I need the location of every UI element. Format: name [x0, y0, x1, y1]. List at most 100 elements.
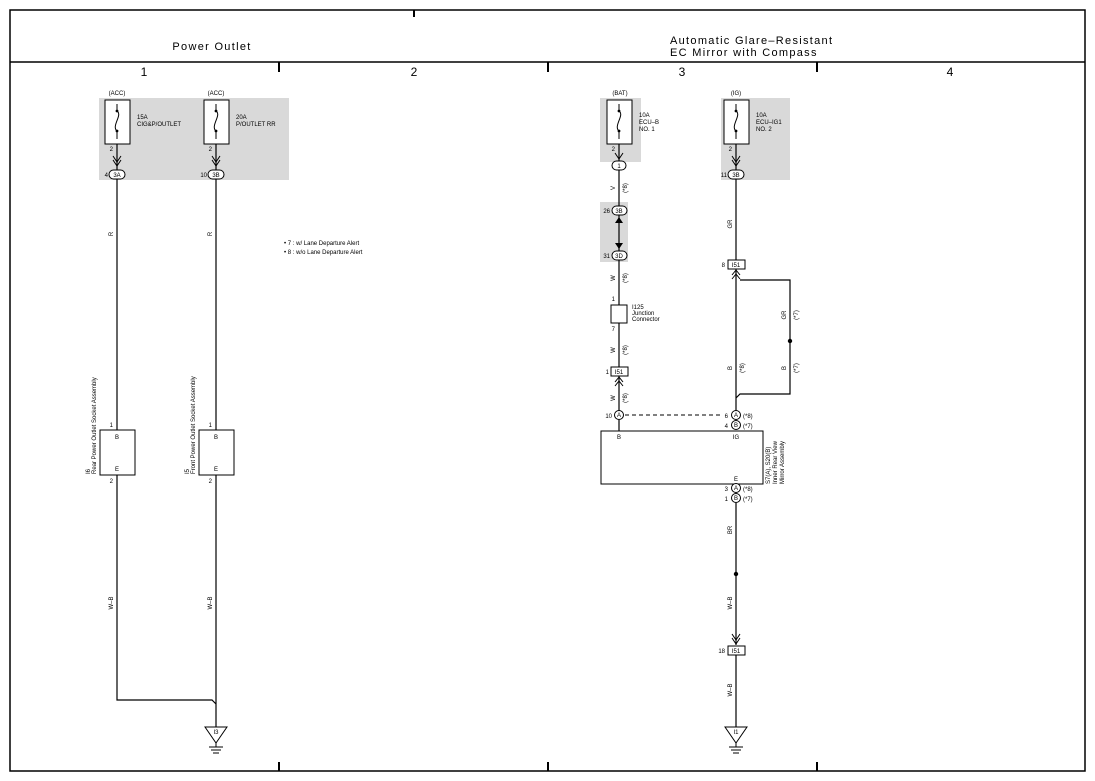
- option-tag-8: (*8): [743, 414, 753, 420]
- socket-terminal-b: B: [214, 435, 218, 441]
- connector-code: 3B: [615, 209, 622, 215]
- fuse-source-label: (BAT): [612, 91, 627, 97]
- connector-arrow-icon: [731, 633, 741, 645]
- mirror-body: [600, 430, 764, 485]
- mirror-pin-e8: 3: [725, 487, 729, 493]
- column-number-4: 4: [947, 65, 954, 79]
- junction-label: Junction: [632, 311, 654, 317]
- wire-color-wb-2: W–B: [208, 596, 214, 609]
- frame: [9, 9, 1086, 772]
- connector-code: 3D: [615, 254, 623, 260]
- junction-id: I125: [632, 305, 644, 311]
- mirror-title-line2: EC Mirror with Compass: [670, 47, 818, 59]
- fuse-rating: 10A: [756, 113, 767, 119]
- fuse-name: CIG&P/OUTLET: [137, 122, 181, 128]
- mirror-connector-a-icon: [614, 410, 624, 420]
- option-tag-7: (*7): [794, 363, 800, 373]
- fuse-name: ECU–B: [639, 120, 659, 126]
- mirror-name-2: Mirror Assembly: [780, 441, 786, 484]
- mirror-connector-code: A: [617, 413, 621, 419]
- socket-body: [198, 429, 235, 476]
- rear-power-outlet-socket: 1 B E 2 I6 Rear Power Outlet Socket Asse…: [86, 377, 136, 485]
- connector-pin: 11: [721, 173, 728, 179]
- option-tag-8: (*8): [623, 393, 629, 403]
- option-tag-7: (*7): [794, 310, 800, 320]
- wire-color-b-2: B: [782, 366, 788, 370]
- fuse-pin: 2: [612, 147, 616, 153]
- fuse-name-2: NO. 1: [639, 127, 655, 133]
- mirror-connector-a-icon: [731, 483, 741, 493]
- fuse-name: P/OUTLET RR: [236, 122, 276, 128]
- fuse-name-2: NO. 2: [756, 127, 772, 133]
- socket-pin-top: 1: [209, 423, 213, 429]
- wire-color-wb-1: W–B: [109, 596, 115, 609]
- mirror-name-1: Inner Rear View: [773, 440, 779, 484]
- wire-color-gr-1: GR: [728, 219, 734, 229]
- column-number-1: 1: [141, 65, 148, 79]
- wire-color-w-3: W: [611, 395, 617, 401]
- wire-color-br: BR: [728, 525, 734, 534]
- wire-color-r-2: R: [208, 231, 214, 236]
- wire-color-b-1: B: [728, 366, 734, 370]
- wire-color-w-1: W: [611, 275, 617, 281]
- socket-terminal-e: E: [115, 467, 119, 473]
- wire-color-wb-3: W–B: [728, 596, 734, 609]
- fuse-source-label: (ACC): [109, 91, 126, 97]
- fuse-source-label: (IG): [731, 91, 741, 97]
- socket-name: Front Power Outlet Socket Assembly: [191, 376, 197, 474]
- fuse-rating: 10A: [639, 113, 650, 119]
- junction-pin-top: 1: [612, 297, 616, 303]
- connector-code: 3A: [113, 173, 120, 179]
- option-tag-8: (*8): [743, 487, 753, 493]
- mirror-pin-e7: 1: [725, 497, 729, 503]
- fuse-pin: 2: [209, 147, 213, 153]
- mirror-title-line1: Automatic Glare–Resistant: [670, 35, 833, 47]
- mirror-connector-b-icon: [731, 420, 741, 430]
- option-tag-8: (*8): [623, 183, 629, 193]
- connector-pin: 8: [722, 263, 726, 269]
- ground-triangle-icon: [204, 726, 228, 744]
- mirror-connector-b-icon: [731, 493, 741, 503]
- connector-pin: 26: [603, 209, 610, 215]
- wire-color-v: V: [611, 186, 617, 190]
- fuse-ecu-ig1: (IG) 10A ECU–IG1 NO. 2 2 11 3B: [721, 91, 782, 180]
- mirror-pin-b: 10: [605, 414, 612, 420]
- fuse-pin: 2: [110, 147, 114, 153]
- socket-name: Rear Power Outlet Socket Assembly: [92, 377, 98, 474]
- splice-point: [787, 338, 793, 344]
- socket-id: I6: [86, 468, 92, 474]
- connector-pin: 4: [105, 173, 109, 179]
- ground-triangle-icon: [724, 726, 748, 744]
- option-tag-8: (*8): [623, 273, 629, 283]
- mirror-terminal-ig: IG: [733, 435, 740, 441]
- option-tag-7: (*7): [743, 424, 753, 430]
- fuse-pin: 2: [729, 147, 733, 153]
- fuse-name: ECU–IG1: [756, 120, 782, 126]
- wire-color-r-1: R: [109, 231, 115, 236]
- fuse-rating: 20A: [236, 115, 247, 121]
- option-tag-8: (*8): [740, 363, 746, 373]
- connector-code: 3B: [732, 173, 739, 179]
- column-number-3: 3: [679, 65, 686, 79]
- ground-right: I1: [724, 726, 748, 754]
- wire-color-wb-4: W–B: [728, 683, 734, 696]
- fuse-source-label: (ACC): [208, 91, 225, 97]
- column-number-2: 2: [411, 65, 418, 79]
- connector-pin: 31: [603, 254, 610, 260]
- fuse-outlet-rr: (ACC) 20A P/OUTLET RR 2 10 3B: [200, 91, 276, 180]
- ground-left: I3: [204, 726, 228, 754]
- junction-pin-bottom: 7: [612, 327, 616, 333]
- socket-pin-bottom: 2: [209, 479, 213, 485]
- socket-terminal-e: E: [214, 467, 218, 473]
- junction-body: [610, 304, 628, 324]
- junction-label-2: Connector: [632, 317, 660, 323]
- fuse-cig-outlet: (ACC) 15A CIG&P/OUTLET 2 4 3A: [104, 91, 181, 180]
- mirror-connector-code: A: [734, 486, 738, 492]
- inner-rear-view-mirror: B IG E S7(A), S20(B) Inner Rear View Mir…: [600, 430, 786, 485]
- front-power-outlet-socket: 1 B E 2 I5 Front Power Outlet Socket Ass…: [185, 376, 235, 485]
- mirror-connector-a-icon: [731, 410, 741, 420]
- fuse-rating: 15A: [137, 115, 148, 121]
- connector-pin: 10: [200, 173, 207, 179]
- connector-code: 1: [617, 164, 621, 170]
